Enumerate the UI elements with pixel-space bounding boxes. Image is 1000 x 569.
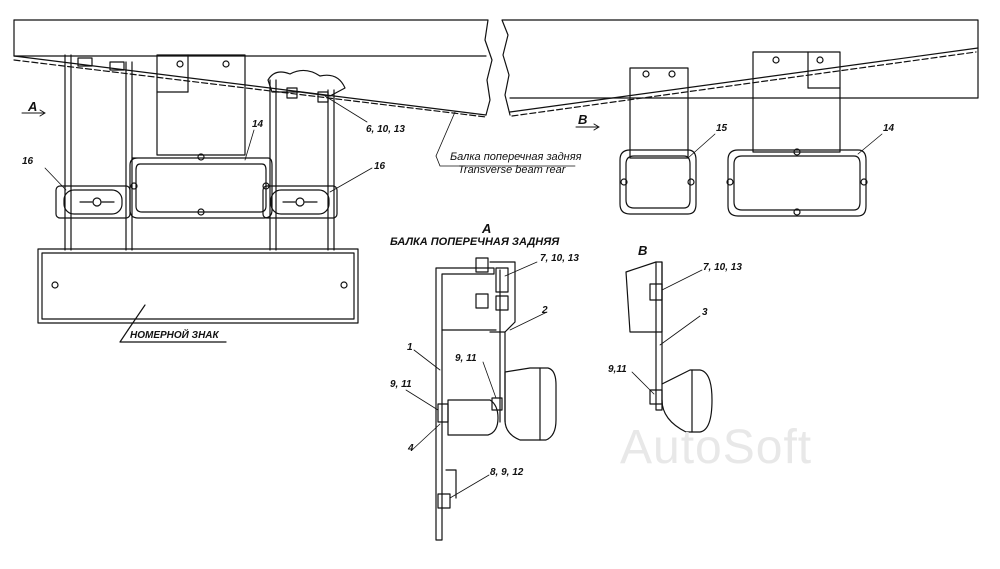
callout-3: 3 [702,307,708,318]
callout-9-11-b: 9,11 [608,364,627,375]
callout-6-10-13: 6, 10, 13 [366,124,405,135]
watermark: AutoSoft [620,421,813,474]
callout-16-left: 16 [22,156,34,167]
section-a-drawing [435,257,557,541]
left-brackets [64,54,346,251]
right-brackets [629,51,841,159]
section-a-title: A [482,221,492,236]
tail-lamp-14-left [129,153,273,219]
callout-2: 2 [542,305,548,316]
callout-4: 4 [408,443,414,454]
side-lamp-16-left [55,185,131,219]
callout-16-right: 16 [374,161,386,172]
callout-8-9-12: 8, 9, 12 [490,467,524,478]
view-b-label: B [578,112,588,127]
callout-7-10-13-a: 7, 10, 13 [540,253,579,264]
leaders-right [575,123,883,159]
callout-9-11-a1: 9, 11 [455,353,477,364]
section-a-caption: БАЛКА ПОПЕРЕЧНАЯ ЗАДНЯЯ [390,236,560,248]
beam-label-ru: Балка поперечная задняя [450,151,582,163]
callout-1: 1 [407,342,413,353]
callout-7-10-13-b: 7, 10, 13 [703,262,742,273]
beam-label-en: Transverse beam rear [458,164,566,176]
callout-15: 15 [716,123,728,134]
leaders-left [21,95,576,193]
view-a-label: A [28,99,38,114]
section-b-leaders [631,269,703,395]
callout-14-right: 14 [883,123,895,134]
section-a-leaders [405,261,548,499]
beam-left [13,19,493,118]
callout-14-left: 14 [252,119,264,130]
license-plate-label: НОМЕРНОЙ ЗНАК [130,330,219,341]
side-lamp-16-right [262,185,338,219]
callout-9-11-a2: 9, 11 [390,379,412,390]
section-b-drawing [625,261,713,433]
beam-right [501,19,979,117]
license-plate [37,248,359,343]
tail-lamp-15 [619,149,697,215]
section-b-title: B [638,243,648,258]
tail-lamp-14-right [726,148,868,217]
